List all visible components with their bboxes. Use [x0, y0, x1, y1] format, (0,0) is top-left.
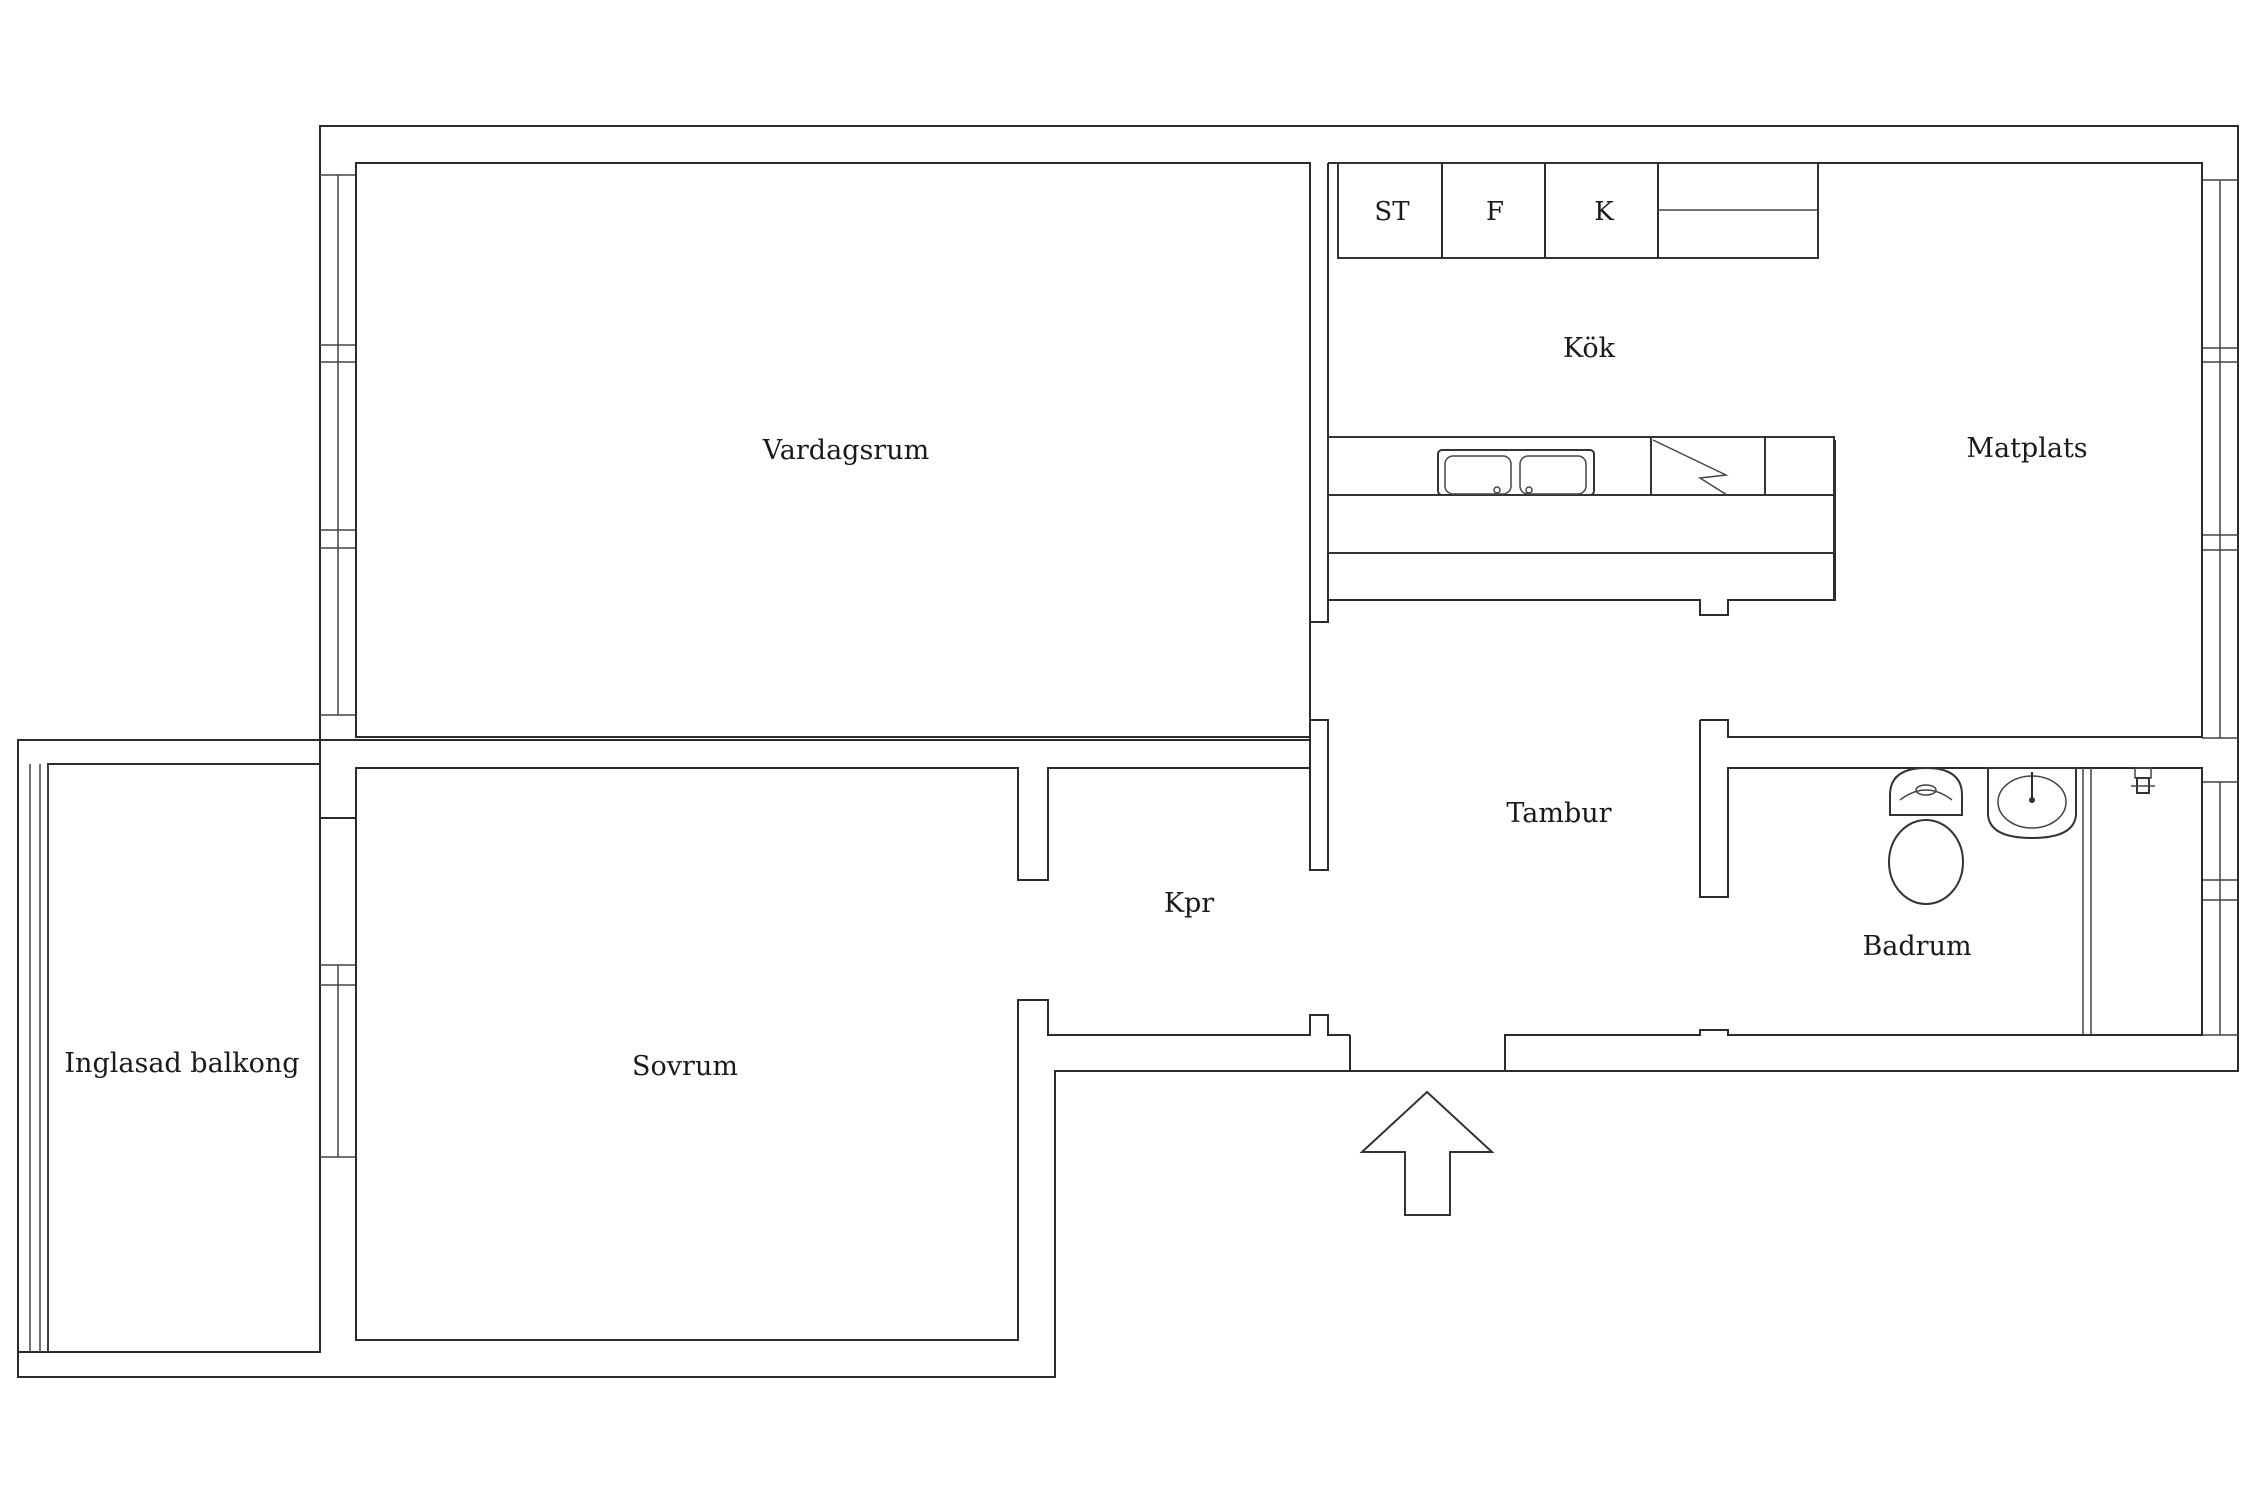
fridge-label: F [1486, 197, 1504, 227]
right-windows [2202, 179, 2238, 1036]
left-windows [320, 174, 356, 1158]
kitchen-sink-icon [1437, 449, 1595, 496]
room-label-tambur: Tambur [1506, 798, 1611, 829]
kitchen-counter [1337, 162, 1819, 259]
room-label-kpr: Kpr [1164, 888, 1214, 919]
freezer-label: K [1594, 197, 1614, 227]
entrance-arrow-icon [1359, 1090, 1495, 1216]
washbasin-icon [1987, 767, 2077, 840]
room-label-matplats: Matplats [1966, 433, 2087, 464]
stove-label: ST [1374, 197, 1410, 227]
dishwasher-icon [1650, 436, 1766, 496]
room-label-badrum: Badrum [1862, 931, 1971, 962]
room-label-sovrum: Sovrum [632, 1051, 738, 1082]
room-label-vardagsrum: Vardagsrum [762, 435, 929, 466]
outer-walls [17, 125, 2239, 1378]
room-label-balkong: Inglasad balkong [64, 1048, 299, 1079]
toilet-icon [1888, 766, 1964, 905]
shower-head-icon [2131, 767, 2155, 794]
room-label-kok: Kök [1563, 333, 1616, 364]
interior-walls [320, 162, 2203, 1341]
